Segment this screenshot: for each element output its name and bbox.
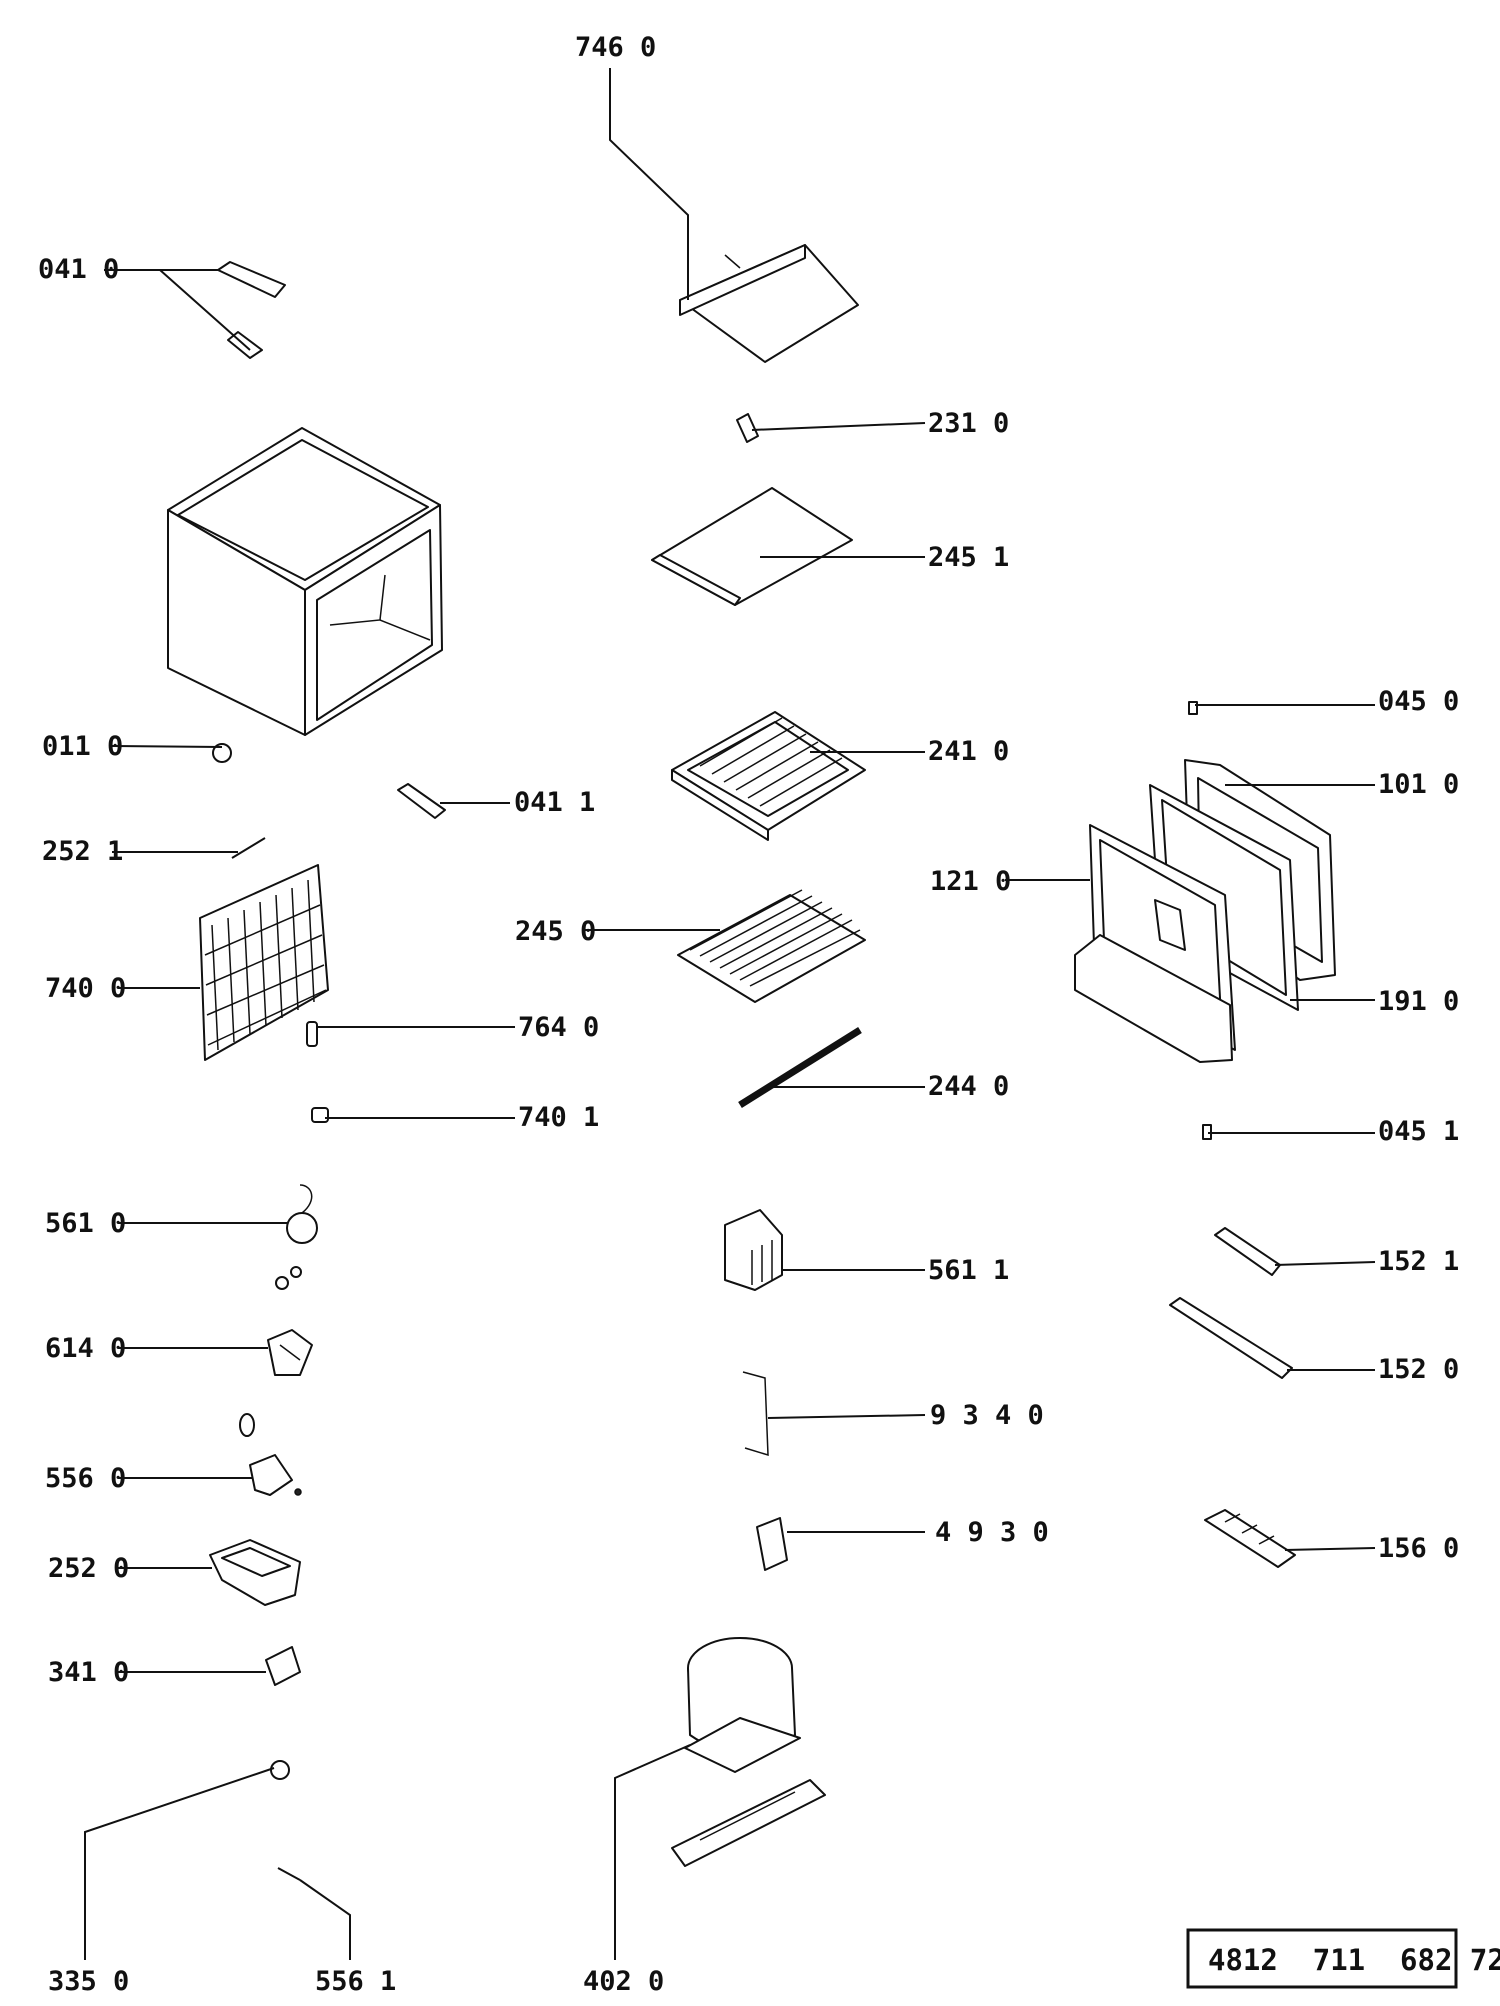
- part-152-0-door-shelf: [1169, 1297, 1293, 1379]
- part-252-1-pin: [231, 837, 266, 859]
- label-152-1: 152 1: [1378, 1246, 1459, 1277]
- label-561-0: 561 0: [45, 1208, 126, 1239]
- label-252-0: 252 0: [48, 1553, 129, 1584]
- label-011-0: 011 0: [42, 731, 123, 762]
- part-493-0-box: [756, 1517, 788, 1571]
- part-402-0-compressor: [671, 1637, 826, 1867]
- label-493-0: 4 9 3 0: [935, 1517, 1049, 1548]
- part-labels: 746 0 041 0 231 0 245 1 045 0 011 0 241 …: [38, 32, 1459, 1997]
- label-245-0: 245 0: [515, 916, 596, 947]
- label-152-0: 152 0: [1378, 1354, 1459, 1385]
- label-045-0: 045 0: [1378, 686, 1459, 717]
- label-341-0: 341 0: [48, 1657, 129, 1688]
- label-252-1: 252 1: [42, 836, 123, 867]
- part-244-0-bar: [738, 1027, 862, 1108]
- part-556-0-switch: [239, 1413, 302, 1496]
- label-764-0: 764 0: [518, 1012, 599, 1043]
- part-740-1: [311, 1107, 329, 1123]
- label-934-0: 9 3 4 0: [930, 1400, 1044, 1431]
- label-740-0: 740 0: [45, 973, 126, 1004]
- label-245-1: 245 1: [928, 542, 1009, 573]
- label-231-0: 231 0: [928, 408, 1009, 439]
- part-934-0-wire: [742, 1371, 769, 1457]
- part-011-0-cap: [212, 743, 232, 763]
- part-252-0-container: [209, 1539, 301, 1606]
- part-041-0-hinge: [217, 261, 286, 359]
- label-101-0: 101 0: [1378, 769, 1459, 800]
- label-556-0: 556 0: [45, 1463, 126, 1494]
- label-156-0: 156 0: [1378, 1533, 1459, 1564]
- part-041-1-bracket: [397, 783, 446, 819]
- part-556-1-spring: [277, 1867, 301, 1881]
- part-245-1-glass-shelf: [651, 487, 853, 606]
- part-156-0-ice-tray: [1204, 1509, 1296, 1568]
- label-614-0: 614 0: [45, 1333, 126, 1364]
- stamp-text: 4812 711 682 72: [1208, 1943, 1500, 1977]
- leader-lines: [84, 68, 1376, 1960]
- part-341-0-bracket: [265, 1646, 301, 1686]
- label-045-1: 045 1: [1378, 1116, 1459, 1147]
- label-121-0: 121 0: [930, 866, 1011, 897]
- label-402-0: 402 0: [583, 1966, 664, 1997]
- part-245-0-grid: [677, 889, 866, 1003]
- door-assembly: [1074, 759, 1336, 1063]
- part-746-0-shelf-plate: [679, 244, 859, 363]
- cabinet-box: [167, 427, 443, 736]
- label-244-0: 244 0: [928, 1071, 1009, 1102]
- document-number-stamp: 4812 711 682 72: [1186, 1928, 1500, 1989]
- part-045-0-pin: [1188, 701, 1198, 715]
- label-241-0: 241 0: [928, 736, 1009, 767]
- part-561-1-housing: [724, 1209, 783, 1291]
- part-335-0-grommet: [270, 1760, 290, 1780]
- part-241-0-rack: [671, 711, 866, 841]
- label-556-1: 556 1: [315, 1966, 396, 1997]
- label-041-1: 041 1: [514, 787, 595, 818]
- part-740-0-condenser: [199, 864, 329, 1061]
- part-152-1-door-shelf: [1214, 1227, 1281, 1276]
- label-746-0: 746 0: [575, 32, 656, 63]
- label-561-1: 561 1: [928, 1255, 1009, 1286]
- label-740-1: 740 1: [518, 1102, 599, 1133]
- label-041-0: 041 0: [38, 254, 119, 285]
- part-614-0-relay: [267, 1329, 313, 1376]
- part-561-0-thermostat: [275, 1184, 318, 1290]
- part-231-0-clip: [736, 413, 759, 443]
- label-335-0: 335 0: [48, 1966, 129, 1997]
- part-764-0: [306, 1021, 318, 1047]
- label-191-0: 191 0: [1378, 986, 1459, 1017]
